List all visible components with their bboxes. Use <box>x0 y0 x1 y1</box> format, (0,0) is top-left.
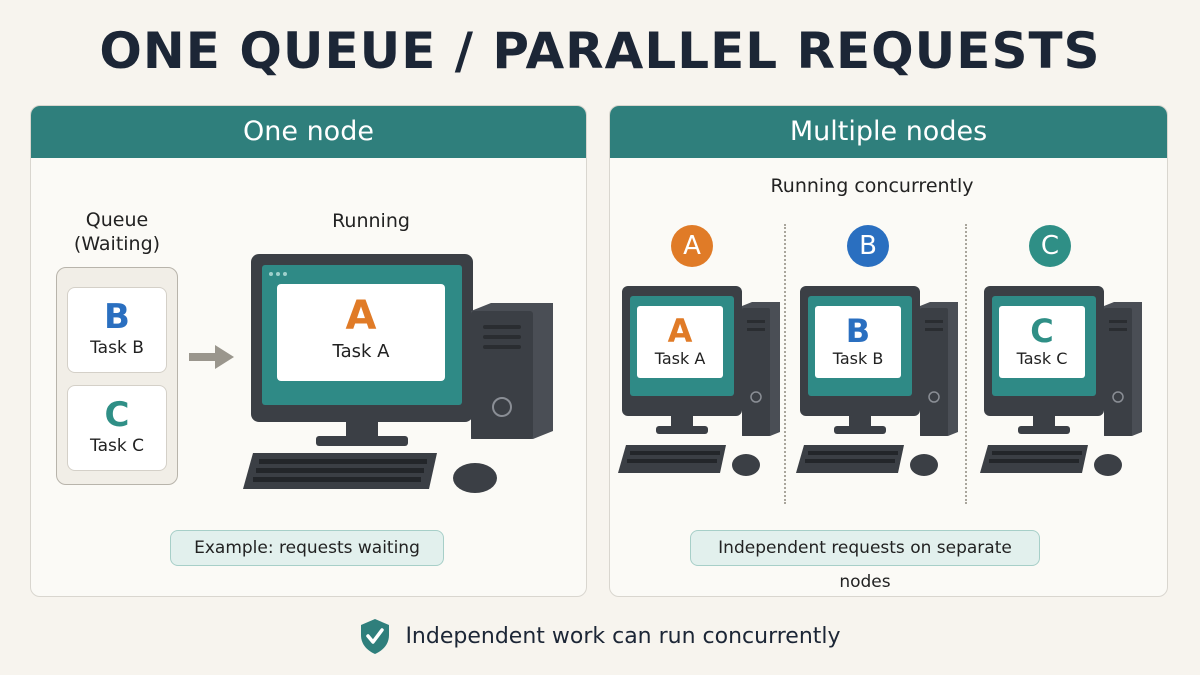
node-c-screen: C Task C <box>999 306 1085 378</box>
keyboard-icon <box>243 453 437 489</box>
shield-check-icon <box>361 619 390 654</box>
task-name: Task C <box>90 436 144 456</box>
multiple-nodes-note: Independent requests on separate nodes <box>690 530 1040 592</box>
page-title: ONE QUEUE / PARALLEL REQUESTS <box>99 22 1101 80</box>
queue-label: Queue <box>85 209 149 231</box>
task-name: Task B <box>90 338 144 358</box>
running-task-screen: A Task A <box>277 284 445 381</box>
node-b-badge: B <box>847 225 889 267</box>
queue-box: B Task B C Task C <box>56 267 178 485</box>
node-a-badge: A <box>671 225 713 267</box>
queue-task-card-c: C Task C <box>67 385 167 471</box>
task-letter: A <box>667 312 693 350</box>
computer-tower-icon <box>471 303 553 439</box>
task-letter: C <box>1030 312 1054 350</box>
task-letter: B <box>845 312 871 350</box>
running-concurrently-label: Running concurrently <box>770 175 974 197</box>
arrow-right-icon <box>189 345 234 369</box>
mouse-icon <box>453 463 497 493</box>
queue-waiting-label: (Waiting) <box>73 233 161 255</box>
node-a-screen: A Task A <box>637 306 723 378</box>
task-name: Task C <box>1016 349 1068 368</box>
node-b-screen: B Task B <box>815 306 901 378</box>
footer-text: Independent work can run concurrently <box>405 623 841 649</box>
one-node-header: One node <box>31 106 586 158</box>
queue-task-card-b: B Task B <box>67 287 167 373</box>
footer: Independent work can run concurrently <box>0 616 1200 656</box>
keyboard-icon <box>796 445 938 476</box>
multiple-nodes-panel: Multiple nodes Running concurrently A A … <box>609 105 1168 597</box>
node-c-badge: C <box>1029 225 1071 267</box>
multiple-nodes-header: Multiple nodes <box>610 106 1167 158</box>
running-label: Running <box>332 210 410 232</box>
task-letter: A <box>345 293 377 339</box>
task-name: Task B <box>832 349 884 368</box>
keyboard-icon <box>618 445 760 476</box>
task-letter: C <box>104 395 130 435</box>
keyboard-icon <box>980 445 1122 476</box>
task-letter: B <box>104 297 130 337</box>
one-node-note: Example: requests waiting <box>170 530 444 566</box>
task-name: Task A <box>332 341 390 362</box>
node-divider <box>784 224 786 504</box>
one-node-panel: One node Queue (Waiting) B Task B C Task… <box>30 105 587 597</box>
node-divider <box>965 224 967 504</box>
task-name: Task A <box>654 349 706 368</box>
